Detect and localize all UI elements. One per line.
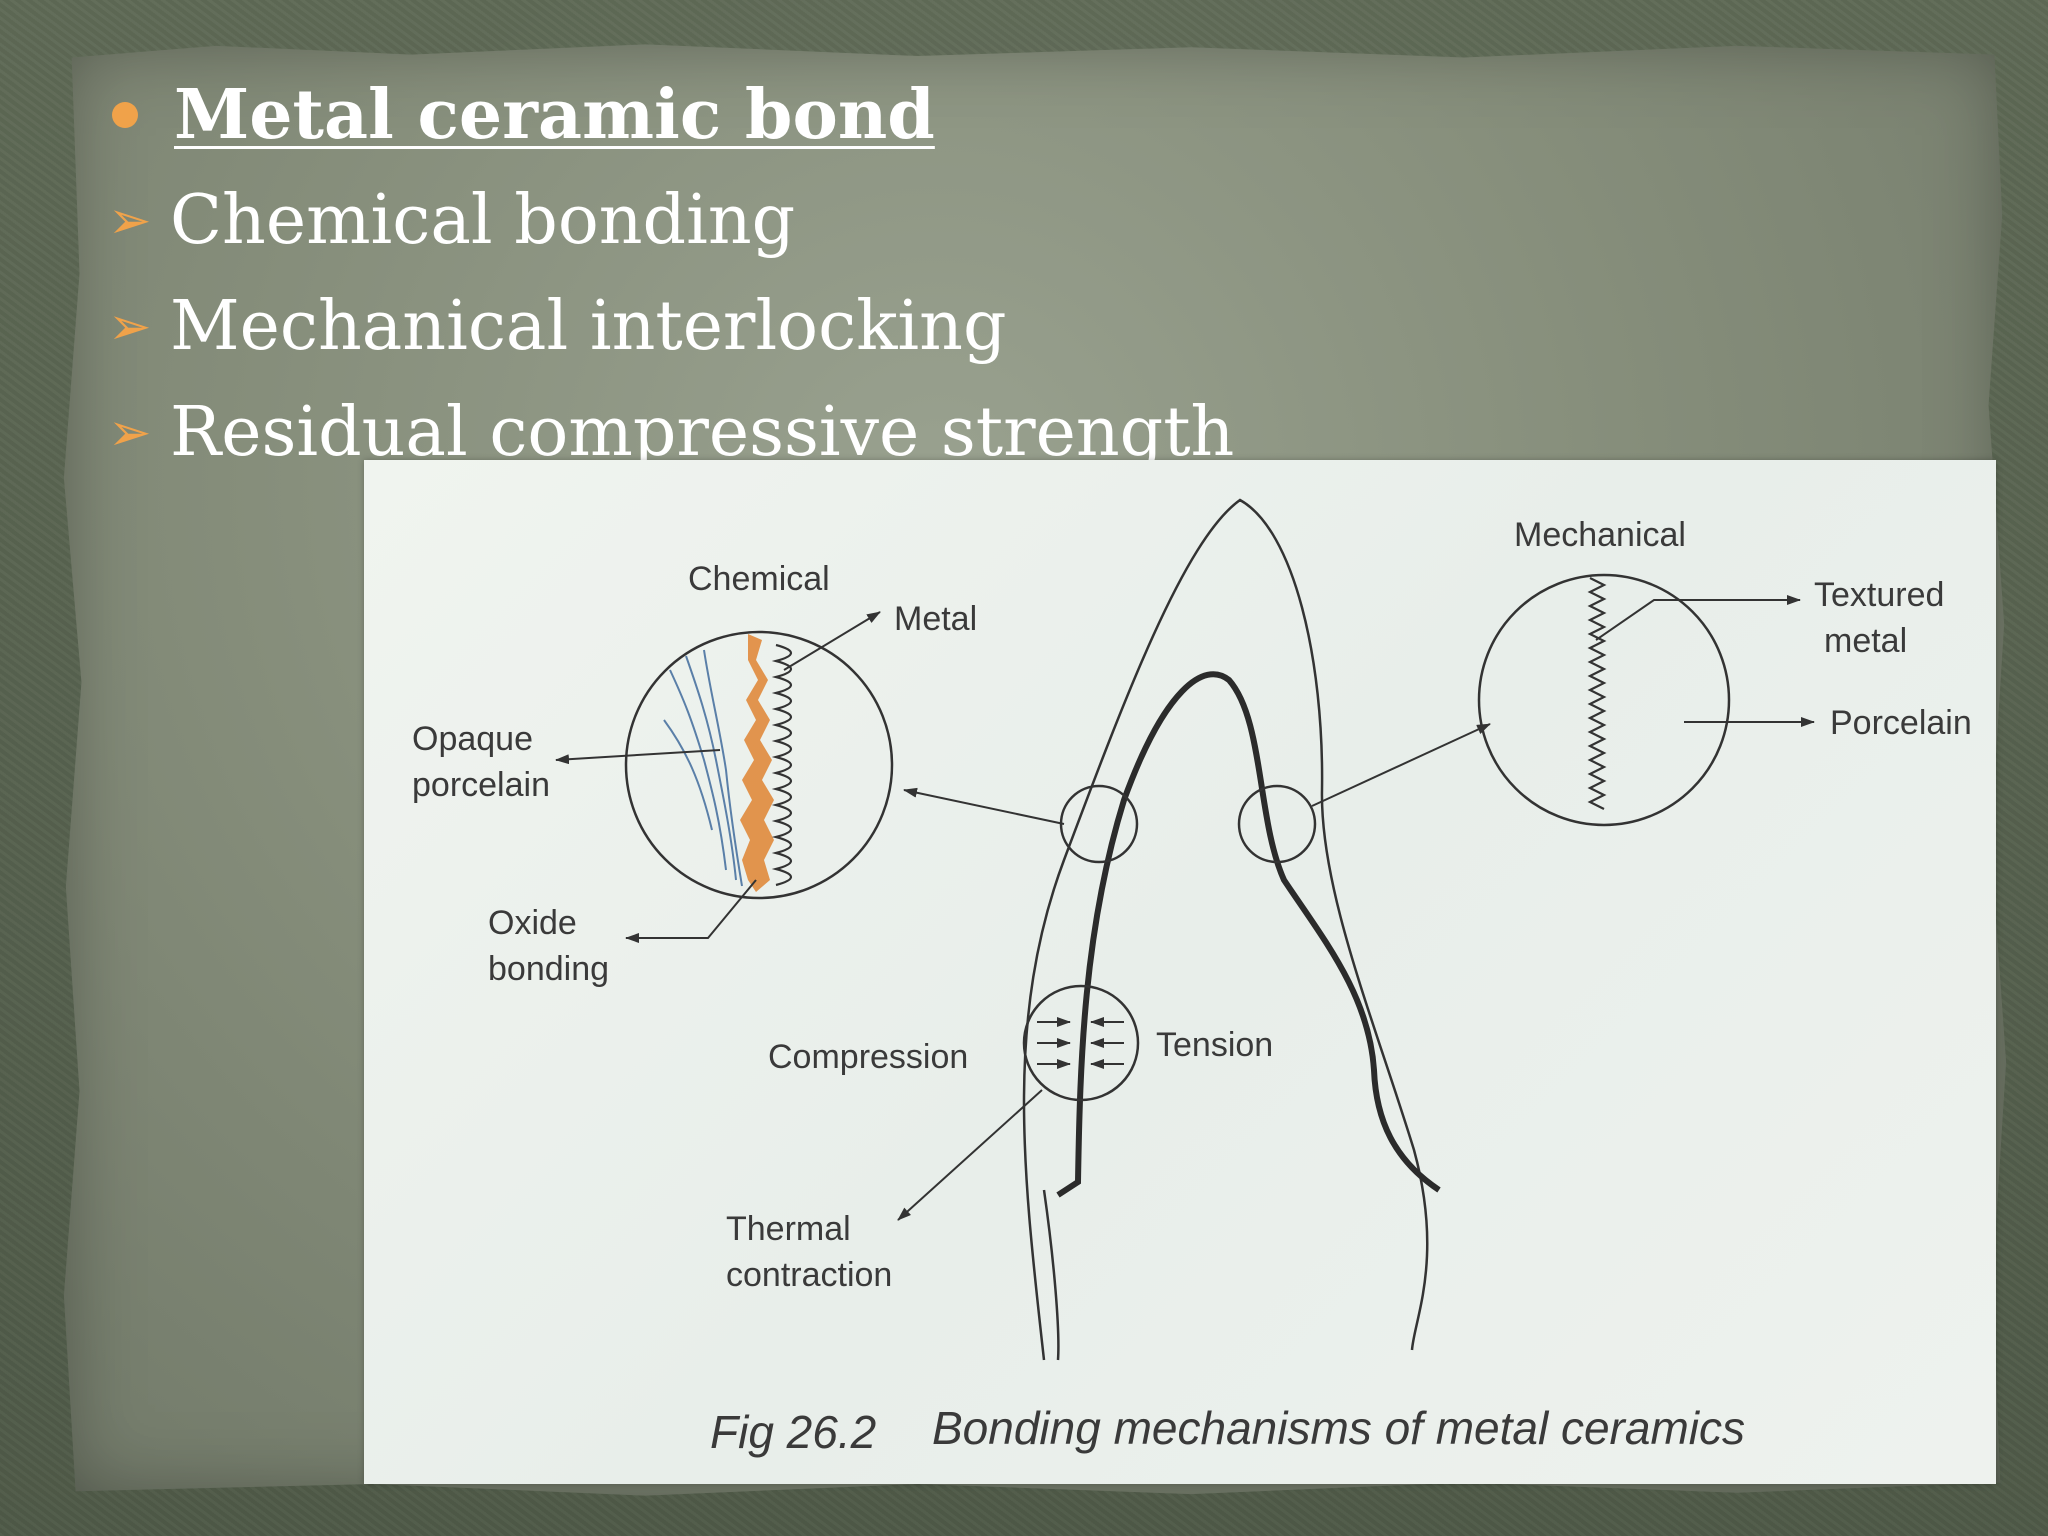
label-textured-line2: metal: [1824, 622, 1907, 660]
thermal-contraction-arrow: [897, 1089, 1043, 1221]
bullet-point: ➢ Mechanical interlocking: [108, 274, 1234, 380]
stress-zone-circle: [1022, 984, 1140, 1102]
bullet-point: ➢ Residual compressive strength: [108, 380, 1234, 486]
label-textured-line1: Textured: [1814, 576, 1944, 614]
crown-outline: [1022, 498, 1429, 1361]
arrow-bullet-icon: ➢: [108, 403, 152, 463]
circle-bullet-icon: [112, 102, 138, 128]
chemical-zone-circle: [1059, 784, 1139, 864]
label-thermal-line2: contraction: [726, 1256, 892, 1294]
porcelain-strands: [663, 649, 743, 887]
chemical-zone-arrow: [903, 787, 1065, 825]
bullet-text: Residual compressive strength: [170, 393, 1235, 472]
arrow-bullet-icon: ➢: [108, 191, 152, 251]
bonding-diagram: Chemical Metal Opaque porcelain Oxide bo…: [412, 498, 1972, 1458]
bullet-text: Chemical bonding: [170, 181, 796, 260]
label-porcelain: Porcelain: [1830, 704, 1972, 742]
metal-wavy-interface: [771, 643, 793, 887]
arrow-bullet-icon: ➢: [108, 297, 152, 357]
label-oxide-line2: bonding: [488, 950, 609, 988]
tension-arrows: [1090, 1017, 1124, 1069]
textured-metal-arrow: [1595, 595, 1801, 641]
mechanical-zone-arrow: [1311, 723, 1491, 807]
oxide-arrow: [625, 879, 757, 943]
metal-arrow: [783, 611, 881, 671]
label-metal: Metal: [894, 600, 977, 638]
bonding-diagram-figure: Chemical Metal Opaque porcelain Oxide bo…: [364, 460, 1996, 1484]
bullet-heading: Metal ceramic bond: [108, 62, 1234, 168]
label-chemical: Chemical: [688, 560, 830, 598]
chemical-detail: [624, 630, 894, 900]
textured-metal-zigzag: [1587, 577, 1607, 810]
metal-coping: [1056, 671, 1441, 1198]
bullet-text: Mechanical interlocking: [170, 287, 1007, 366]
oxide-layer: [740, 634, 774, 892]
label-opaque-line2: porcelain: [412, 766, 550, 804]
compression-arrows: [1037, 1017, 1071, 1069]
bullet-point: ➢ Chemical bonding: [108, 168, 1234, 274]
figure-caption-number: Fig 26.2: [710, 1406, 876, 1458]
leader-arrows: [555, 595, 1815, 1221]
mechanical-detail: [1477, 573, 1731, 827]
label-mechanical: Mechanical: [1514, 516, 1686, 554]
slide-heading: Metal ceramic bond: [174, 75, 935, 155]
bullet-list: Metal ceramic bond ➢ Chemical bonding ➢ …: [108, 62, 1234, 486]
mechanical-zone-circle: [1237, 784, 1317, 864]
root-outline-left: [1042, 1189, 1060, 1361]
label-thermal-line1: Thermal: [726, 1210, 851, 1248]
label-compression: Compression: [768, 1038, 968, 1076]
label-opaque-line1: Opaque: [412, 720, 533, 758]
label-oxide-line1: Oxide: [488, 904, 577, 942]
figure-caption-text: Bonding mechanisms of metal ceramics: [932, 1402, 1745, 1454]
opaque-porcelain-arrow: [555, 749, 721, 765]
label-tension: Tension: [1156, 1026, 1273, 1064]
